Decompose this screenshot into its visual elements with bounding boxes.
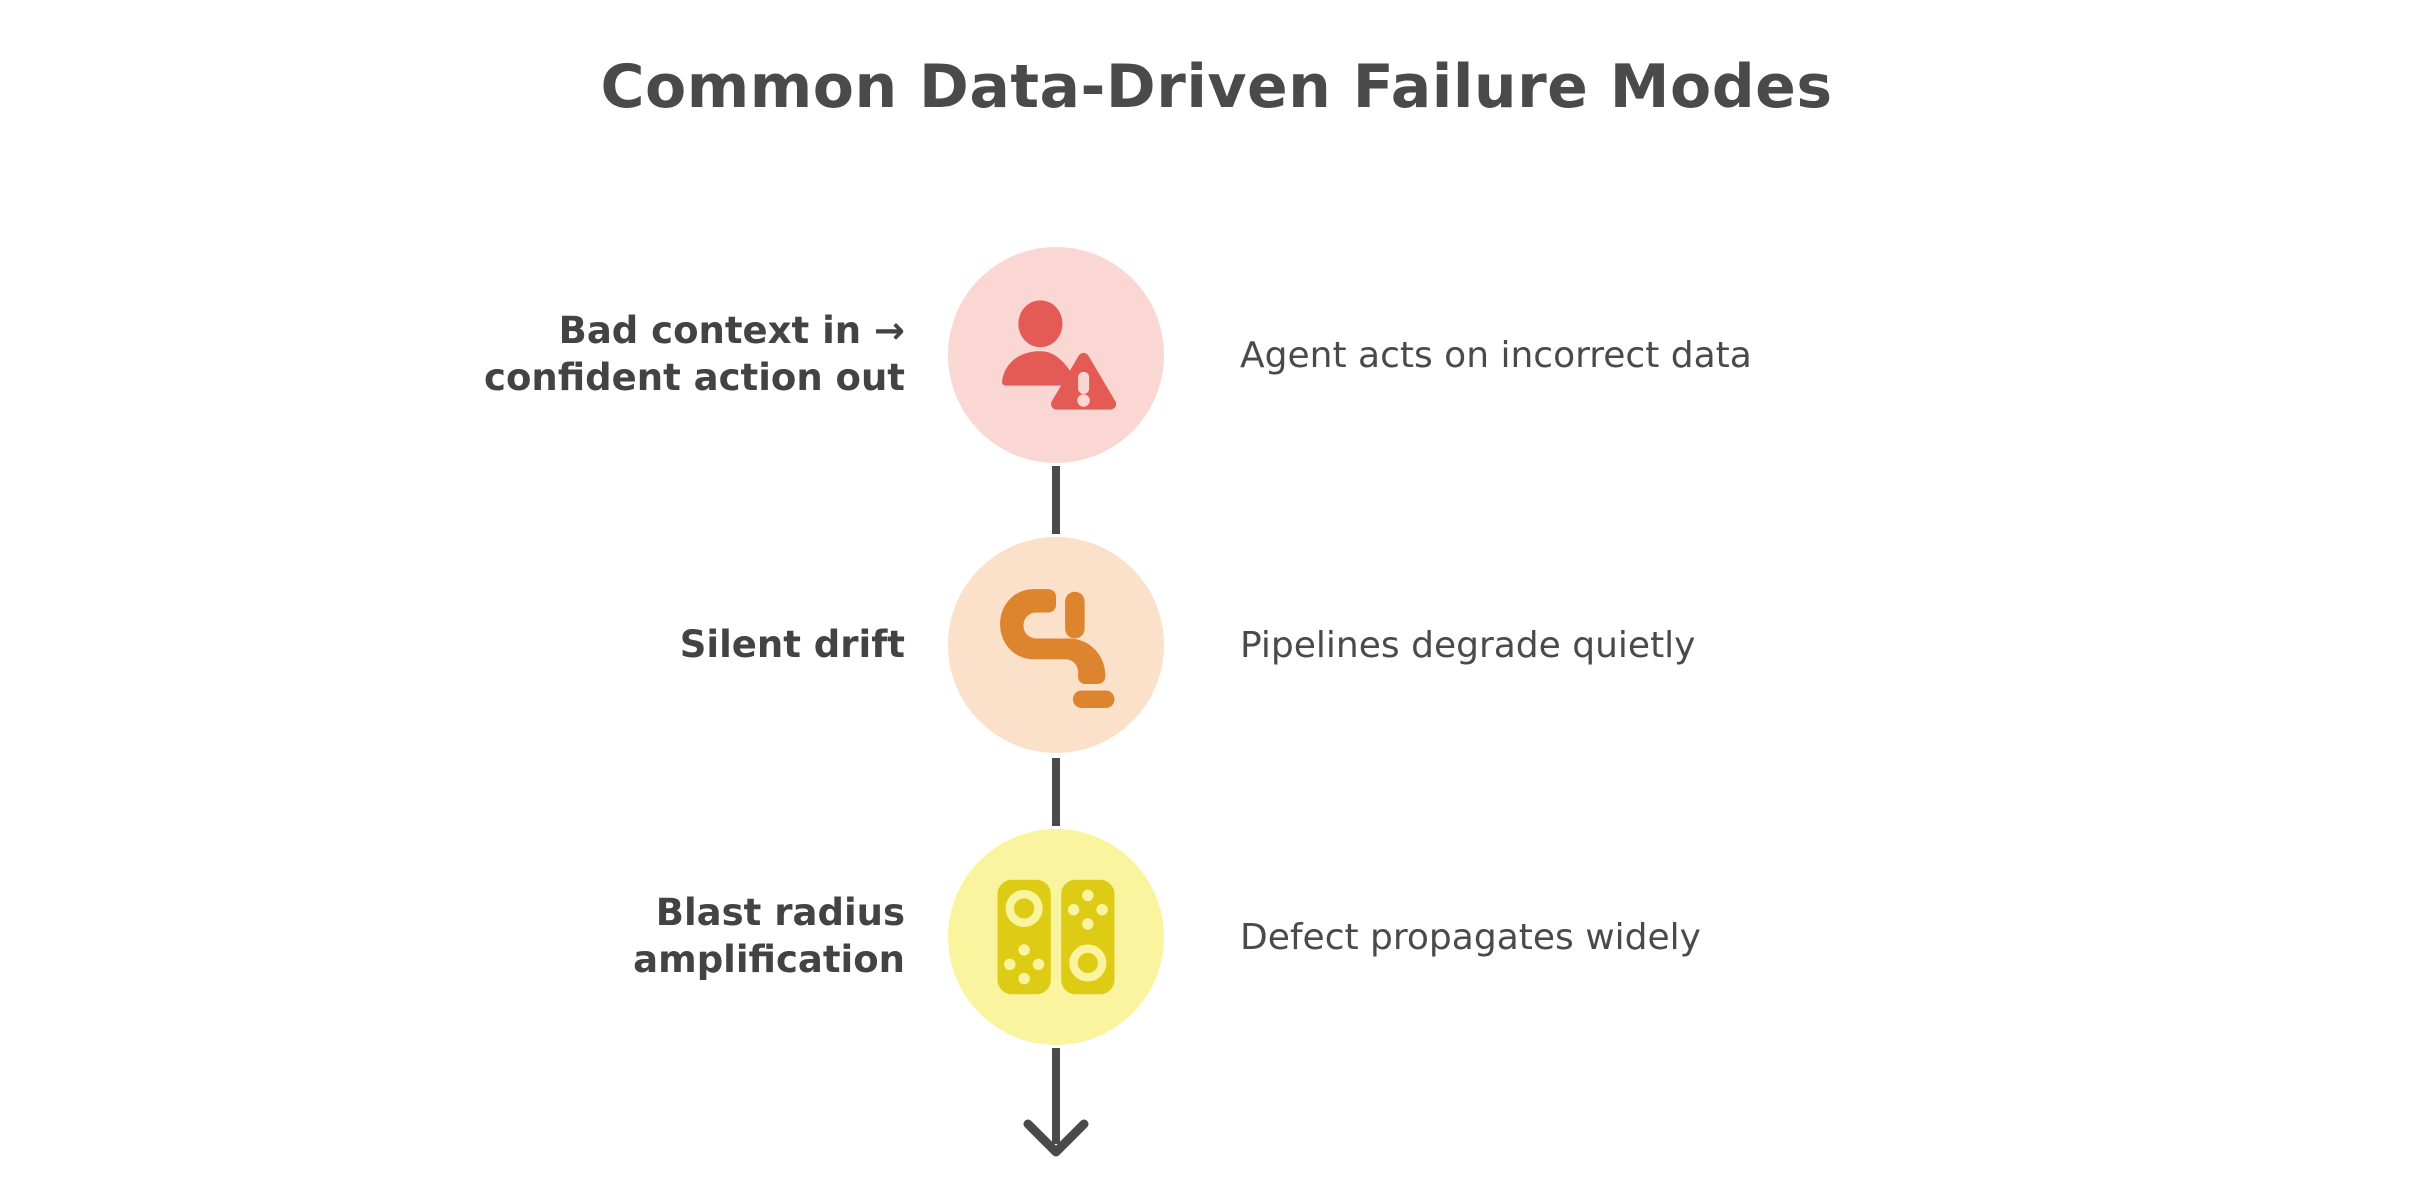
timeline-row: Silent drift Pipelines degrade quietly xyxy=(0,530,2433,760)
arrow-down-icon xyxy=(1023,1119,1089,1157)
row-label: Silent drift xyxy=(679,622,905,666)
timeline-row: Blast radius amplification xyxy=(0,822,2433,1052)
timeline-row: Bad context in → confident action out Ag… xyxy=(0,240,2433,470)
connector-line-3 xyxy=(1052,1048,1060,1144)
row-description: Pipelines degrade quietly xyxy=(1240,624,1696,666)
row-description: Agent acts on incorrect data xyxy=(1240,334,1752,376)
row-label: Bad context in → confident action out xyxy=(484,309,905,399)
row-description: Defect propagates widely xyxy=(1240,916,1701,958)
connector-line-1 xyxy=(1052,466,1060,534)
icon-bubble xyxy=(948,537,1164,753)
pipe-icon xyxy=(1000,589,1115,709)
domino-icon xyxy=(997,879,1115,995)
icon-bubble xyxy=(948,247,1164,463)
page-title: Common Data-Driven Failure Modes xyxy=(600,52,1833,122)
row-label: Blast radius amplification xyxy=(633,891,905,981)
user-warning-icon xyxy=(1001,300,1117,410)
connector-line-2 xyxy=(1052,758,1060,826)
icon-bubble xyxy=(948,829,1164,1045)
